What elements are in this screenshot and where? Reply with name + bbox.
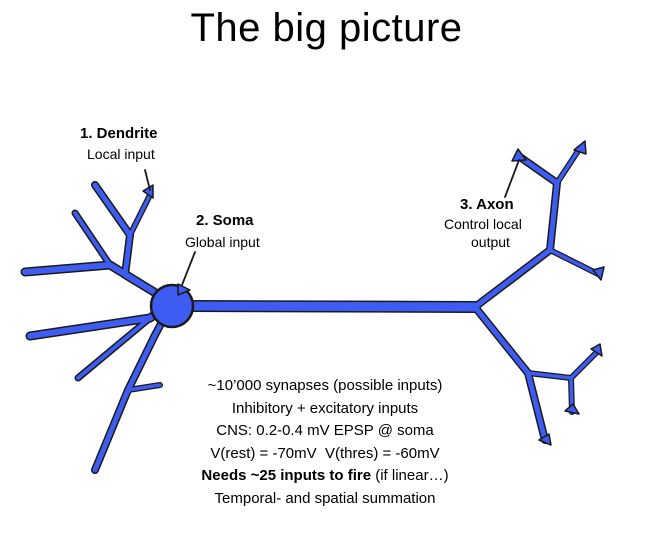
- soma-pointer: [181, 251, 196, 286]
- soma-heading: 2. Soma: [196, 212, 254, 229]
- note-synapses: ~10’000 synapses (possible inputs): [207, 377, 443, 394]
- axon-terminal: [538, 433, 552, 446]
- axon-terminal: [592, 266, 605, 281]
- dendrite-subtitle: Local input: [87, 146, 155, 162]
- dendrite-spine: [142, 184, 154, 199]
- soma-subtitle: Global input: [185, 234, 260, 250]
- axon-terminal: [590, 343, 603, 357]
- summary-notes: ~10’000 synapses (possible inputs) Inhib…: [150, 375, 500, 510]
- note-inputs-to-fire: Needs ~25 inputs to fire (if linear…): [150, 465, 500, 488]
- axon-subtitle-line2: output: [471, 234, 510, 250]
- note-voltages: V(rest) = -70mV V(thres) = -60mV: [210, 444, 440, 462]
- note-summation: Temporal- and spatial summation: [214, 489, 436, 507]
- soma-spine: [177, 283, 191, 296]
- axon-terminal: [573, 140, 587, 155]
- note-epsp: CNS: 0.2-0.4 mV EPSP @ soma: [216, 422, 434, 439]
- note-inputs-to-fire-rest: (if linear…): [371, 467, 449, 484]
- note-inputs-to-fire-bold: Needs ~25 inputs to fire: [201, 467, 372, 484]
- axon-pointer: [504, 159, 520, 198]
- axon-terminal: [564, 403, 580, 415]
- soma-body: [149, 283, 195, 329]
- axon-subtitle-line1: Control local: [444, 216, 522, 232]
- note-input-types: Inhibitory + excitatory inputs: [231, 399, 419, 417]
- page-title: The big picture: [190, 6, 463, 50]
- dendrite-heading: 1. Dendrite: [80, 125, 158, 142]
- dendrite-pointer: [144, 169, 151, 191]
- axon-heading: 3. Axon: [460, 196, 514, 213]
- neuron-fill: [22, 146, 602, 473]
